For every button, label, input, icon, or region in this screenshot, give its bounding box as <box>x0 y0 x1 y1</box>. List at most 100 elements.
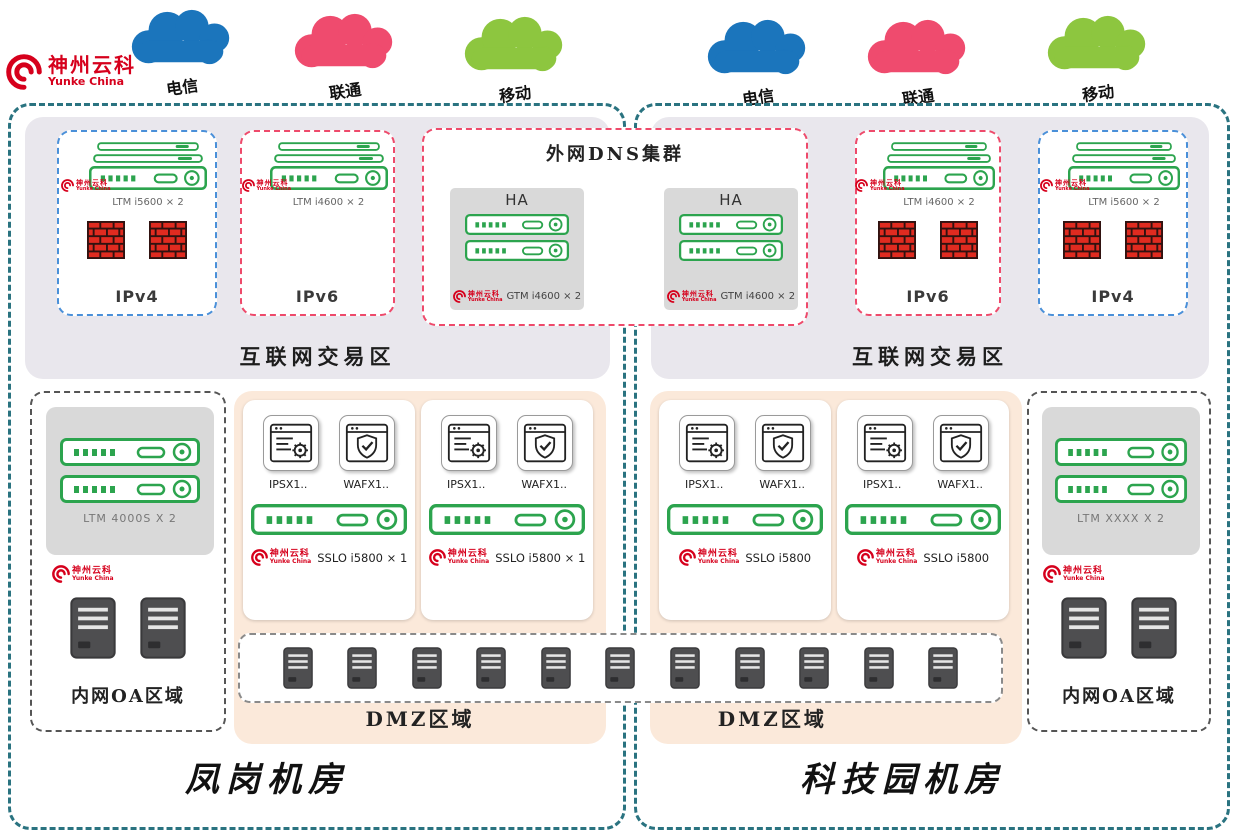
appliance-unit-icon <box>1055 475 1187 503</box>
server-icon <box>670 647 700 689</box>
ips-icon <box>447 421 491 465</box>
appliance-unit-icon <box>1055 438 1187 466</box>
ips-label: IPSX1.. <box>684 478 724 491</box>
ha-label: HA <box>505 191 529 209</box>
waf-label: WAFX1.. <box>521 478 567 491</box>
ipv6-label: IPv6 <box>906 287 950 306</box>
yunke-swirl-icon <box>1043 565 1061 583</box>
ips-label: IPSX1.. <box>862 478 902 491</box>
appliance-bar-icon <box>278 142 380 151</box>
server-icon <box>283 647 313 689</box>
cloud-unicom-left: 联通 <box>285 10 405 103</box>
oa-zone-label: 内网OA区域 <box>1062 686 1176 707</box>
device-model-label: LTM XXXX X 2 <box>1077 511 1165 525</box>
cloud-icon <box>1039 12 1157 76</box>
cloud-icon <box>699 16 817 80</box>
server-icon <box>476 647 506 689</box>
ips-icon <box>685 421 729 465</box>
sslo-device-label: SSLO i5800 × 1 <box>317 550 408 565</box>
waf-shield-icon <box>939 421 983 465</box>
appliance-bar-icon <box>274 154 384 163</box>
appliance-unit-icon <box>60 475 200 503</box>
appliance-unit-icon <box>60 438 200 466</box>
appliance-bar-icon <box>1072 154 1176 163</box>
waf-shield-icon <box>345 421 389 465</box>
firewall-pair <box>878 221 978 259</box>
appliance-unit-icon <box>251 504 407 535</box>
cloud-telecom-left: 电信 <box>122 6 242 99</box>
yunke-logo: 神州云科 Yunke China <box>6 54 136 90</box>
appliance-unit-icon <box>667 504 823 535</box>
waf-app-icon <box>517 415 573 471</box>
yunke-swirl-icon <box>429 549 446 566</box>
logo-name: 神州云科 <box>48 53 136 78</box>
appliance-bar-icon <box>97 142 199 151</box>
ips-app-icon <box>263 415 319 471</box>
ipv4-label: IPv4 <box>115 287 159 306</box>
internet-zone-left-label: 互联网交易区 <box>239 344 396 369</box>
server-icon <box>1131 597 1177 659</box>
gtm-device-label: GTM i4600 × 2 <box>720 291 796 302</box>
appliance-bar-icon <box>1076 142 1172 151</box>
waf-app-icon <box>339 415 395 471</box>
server-icon <box>412 647 442 689</box>
device-model-label: LTM i4600 × 2 <box>292 197 365 208</box>
waf-shield-icon <box>761 421 805 465</box>
ha-label: HA <box>719 191 743 209</box>
yunke-swirl-icon <box>855 179 868 192</box>
appliance-bar-icon <box>887 154 991 163</box>
dmz-label: DMZ区域 <box>365 707 475 731</box>
ipv6-label: IPv6 <box>295 287 340 306</box>
waf-app-icon <box>755 415 811 471</box>
server-icon <box>347 647 377 689</box>
server-icon <box>799 647 829 689</box>
appliance-unit-icon <box>465 214 569 235</box>
appliance-unit-icon <box>465 240 569 261</box>
cloud-mobile-right: 移动 <box>1038 12 1158 105</box>
device-model-label: LTM i4600 × 2 <box>903 197 975 208</box>
dns-cluster-title: 外网DNS集群 <box>545 144 685 165</box>
oa-server-group <box>1061 597 1177 659</box>
device-model-label: LTM i5600 × 2 <box>112 197 184 208</box>
cloud-icon <box>456 13 574 77</box>
ips-icon <box>269 421 313 465</box>
sslo-device-label: SSLO i5800 × 1 <box>495 550 586 565</box>
appliance-unit-icon <box>679 214 783 235</box>
yunke-swirl-icon <box>251 549 268 566</box>
cloud-label: 电信 <box>165 75 200 100</box>
yunke-swirl-icon <box>667 290 680 303</box>
gtm-device-label: GTM i4600 × 2 <box>506 291 582 302</box>
appliance-bar-icon <box>891 142 987 151</box>
datacenter-right-title: 科技园机房 <box>800 760 1005 800</box>
cloud-mobile-left: 移动 <box>455 13 575 106</box>
appliance-bar-icon <box>93 154 203 163</box>
yunke-swirl-icon <box>52 565 70 583</box>
ltm-xxxx-device: LTM XXXX X 2 <box>1042 407 1200 555</box>
ipv4-label: IPv4 <box>1091 287 1135 306</box>
waf-label: WAFX1.. <box>343 478 389 491</box>
dmz-label: DMZ区域 <box>717 707 827 731</box>
sslo-device-label: SSLO i5800 <box>923 550 990 565</box>
datacenter-left-border <box>8 103 626 830</box>
server-icon <box>735 647 765 689</box>
appliance-unit-icon <box>845 504 1001 535</box>
oa-zone-label: 内网OA区域 <box>71 686 185 707</box>
firewall-icon <box>87 221 125 259</box>
yunke-swirl-icon <box>242 179 255 192</box>
